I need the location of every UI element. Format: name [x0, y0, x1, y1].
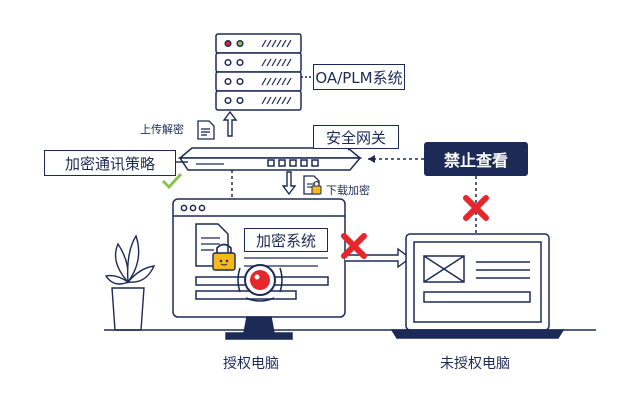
- encrypt-system-label: 加密系统: [244, 228, 328, 252]
- blocked-label: 禁止查看: [424, 142, 528, 176]
- gateway-label: 安全网关: [313, 125, 399, 149]
- upload-label: 上传解密: [140, 123, 184, 136]
- cross-icon-top: [463, 195, 489, 221]
- server-stack-icon: [215, 33, 302, 111]
- document-icon: [197, 120, 215, 140]
- download-arrow-icon: [281, 171, 297, 196]
- plant-icon: [104, 234, 156, 331]
- document-lock-icon: [303, 175, 322, 195]
- authorized-pc-label: 授权电脑: [223, 356, 279, 372]
- unauthorized-pc-label: 未授权电脑: [440, 356, 510, 372]
- policy-label: 加密通讯策略: [44, 150, 176, 176]
- document-lock-large-icon: [195, 223, 236, 271]
- laptop-icon: [390, 233, 565, 339]
- upload-arrow-icon: [222, 110, 238, 137]
- check-icon: [161, 172, 183, 190]
- server-label: OA/PLM系统: [313, 64, 405, 90]
- cross-icon: [341, 233, 367, 259]
- gateway-device-icon: [177, 147, 363, 171]
- record-icon: [237, 264, 283, 302]
- download-label: 下载加密: [326, 184, 370, 197]
